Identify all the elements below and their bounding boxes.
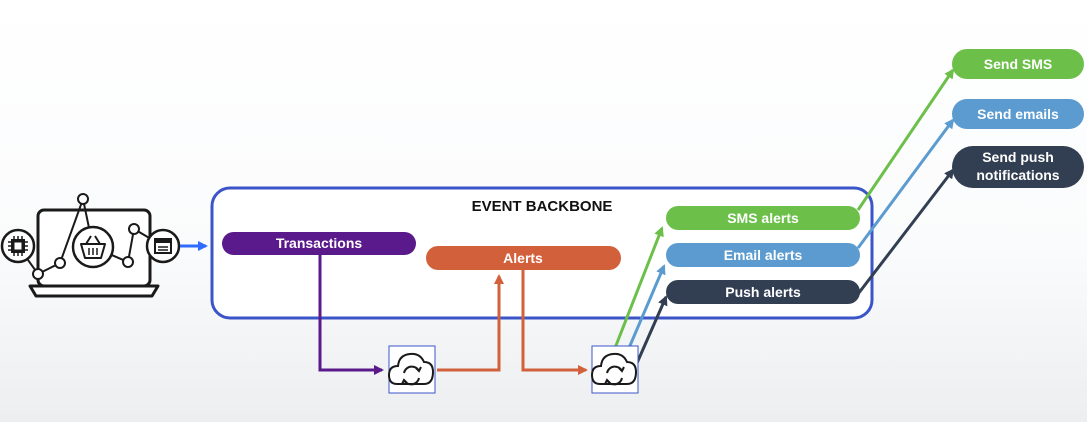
- topic-alerts: Alerts: [426, 246, 621, 270]
- sms-alerts-to-send-sms-arrow: [856, 68, 955, 211]
- topic-transactions: Transactions: [222, 232, 416, 255]
- action-send-emails-label: Send emails: [977, 106, 1059, 122]
- email-alerts-to-send-emails-arrow: [856, 118, 955, 249]
- topic-sms-alerts-label: SMS alerts: [727, 210, 799, 226]
- topic-alerts-label: Alerts: [503, 250, 543, 266]
- alerts-to-router-arrow: [521, 270, 588, 375]
- topic-sms-alerts: SMS alerts: [666, 206, 860, 230]
- processor-to-alerts-arrow: [437, 274, 504, 372]
- router-to-sms-alerts-arrow: [613, 226, 664, 349]
- action-send-sms-label: Send SMS: [984, 56, 1052, 72]
- router-to-push-alerts-arrow: [635, 295, 668, 364]
- action-send-sms: Send SMS: [952, 49, 1084, 79]
- action-send-push-notifications: Send push notifications: [952, 146, 1084, 188]
- browser-window-icon: [145, 228, 181, 264]
- push-alerts-to-send-push-arrow: [856, 168, 955, 295]
- basket-icon: [71, 225, 115, 269]
- topic-push-alerts: Push alerts: [666, 280, 860, 304]
- transactions-to-processor-arrow: [318, 254, 384, 375]
- action-send-push-line1: Send push: [982, 149, 1054, 165]
- cloud-sync-icon: [387, 345, 436, 394]
- router-to-email-alerts-arrow: [624, 264, 666, 356]
- action-send-push-line2: notifications: [976, 167, 1059, 183]
- cloud-sync-icon: [590, 345, 639, 394]
- chip-icon: [0, 228, 36, 264]
- topic-email-alerts-label: Email alerts: [724, 247, 803, 263]
- action-send-emails: Send emails: [952, 99, 1084, 129]
- laptop-network-icon: [0, 193, 181, 298]
- topic-email-alerts: Email alerts: [666, 243, 860, 267]
- topic-push-alerts-label: Push alerts: [725, 284, 801, 300]
- topic-transactions-label: Transactions: [276, 235, 363, 251]
- backbone-title: EVENT BACKBONE: [472, 198, 613, 215]
